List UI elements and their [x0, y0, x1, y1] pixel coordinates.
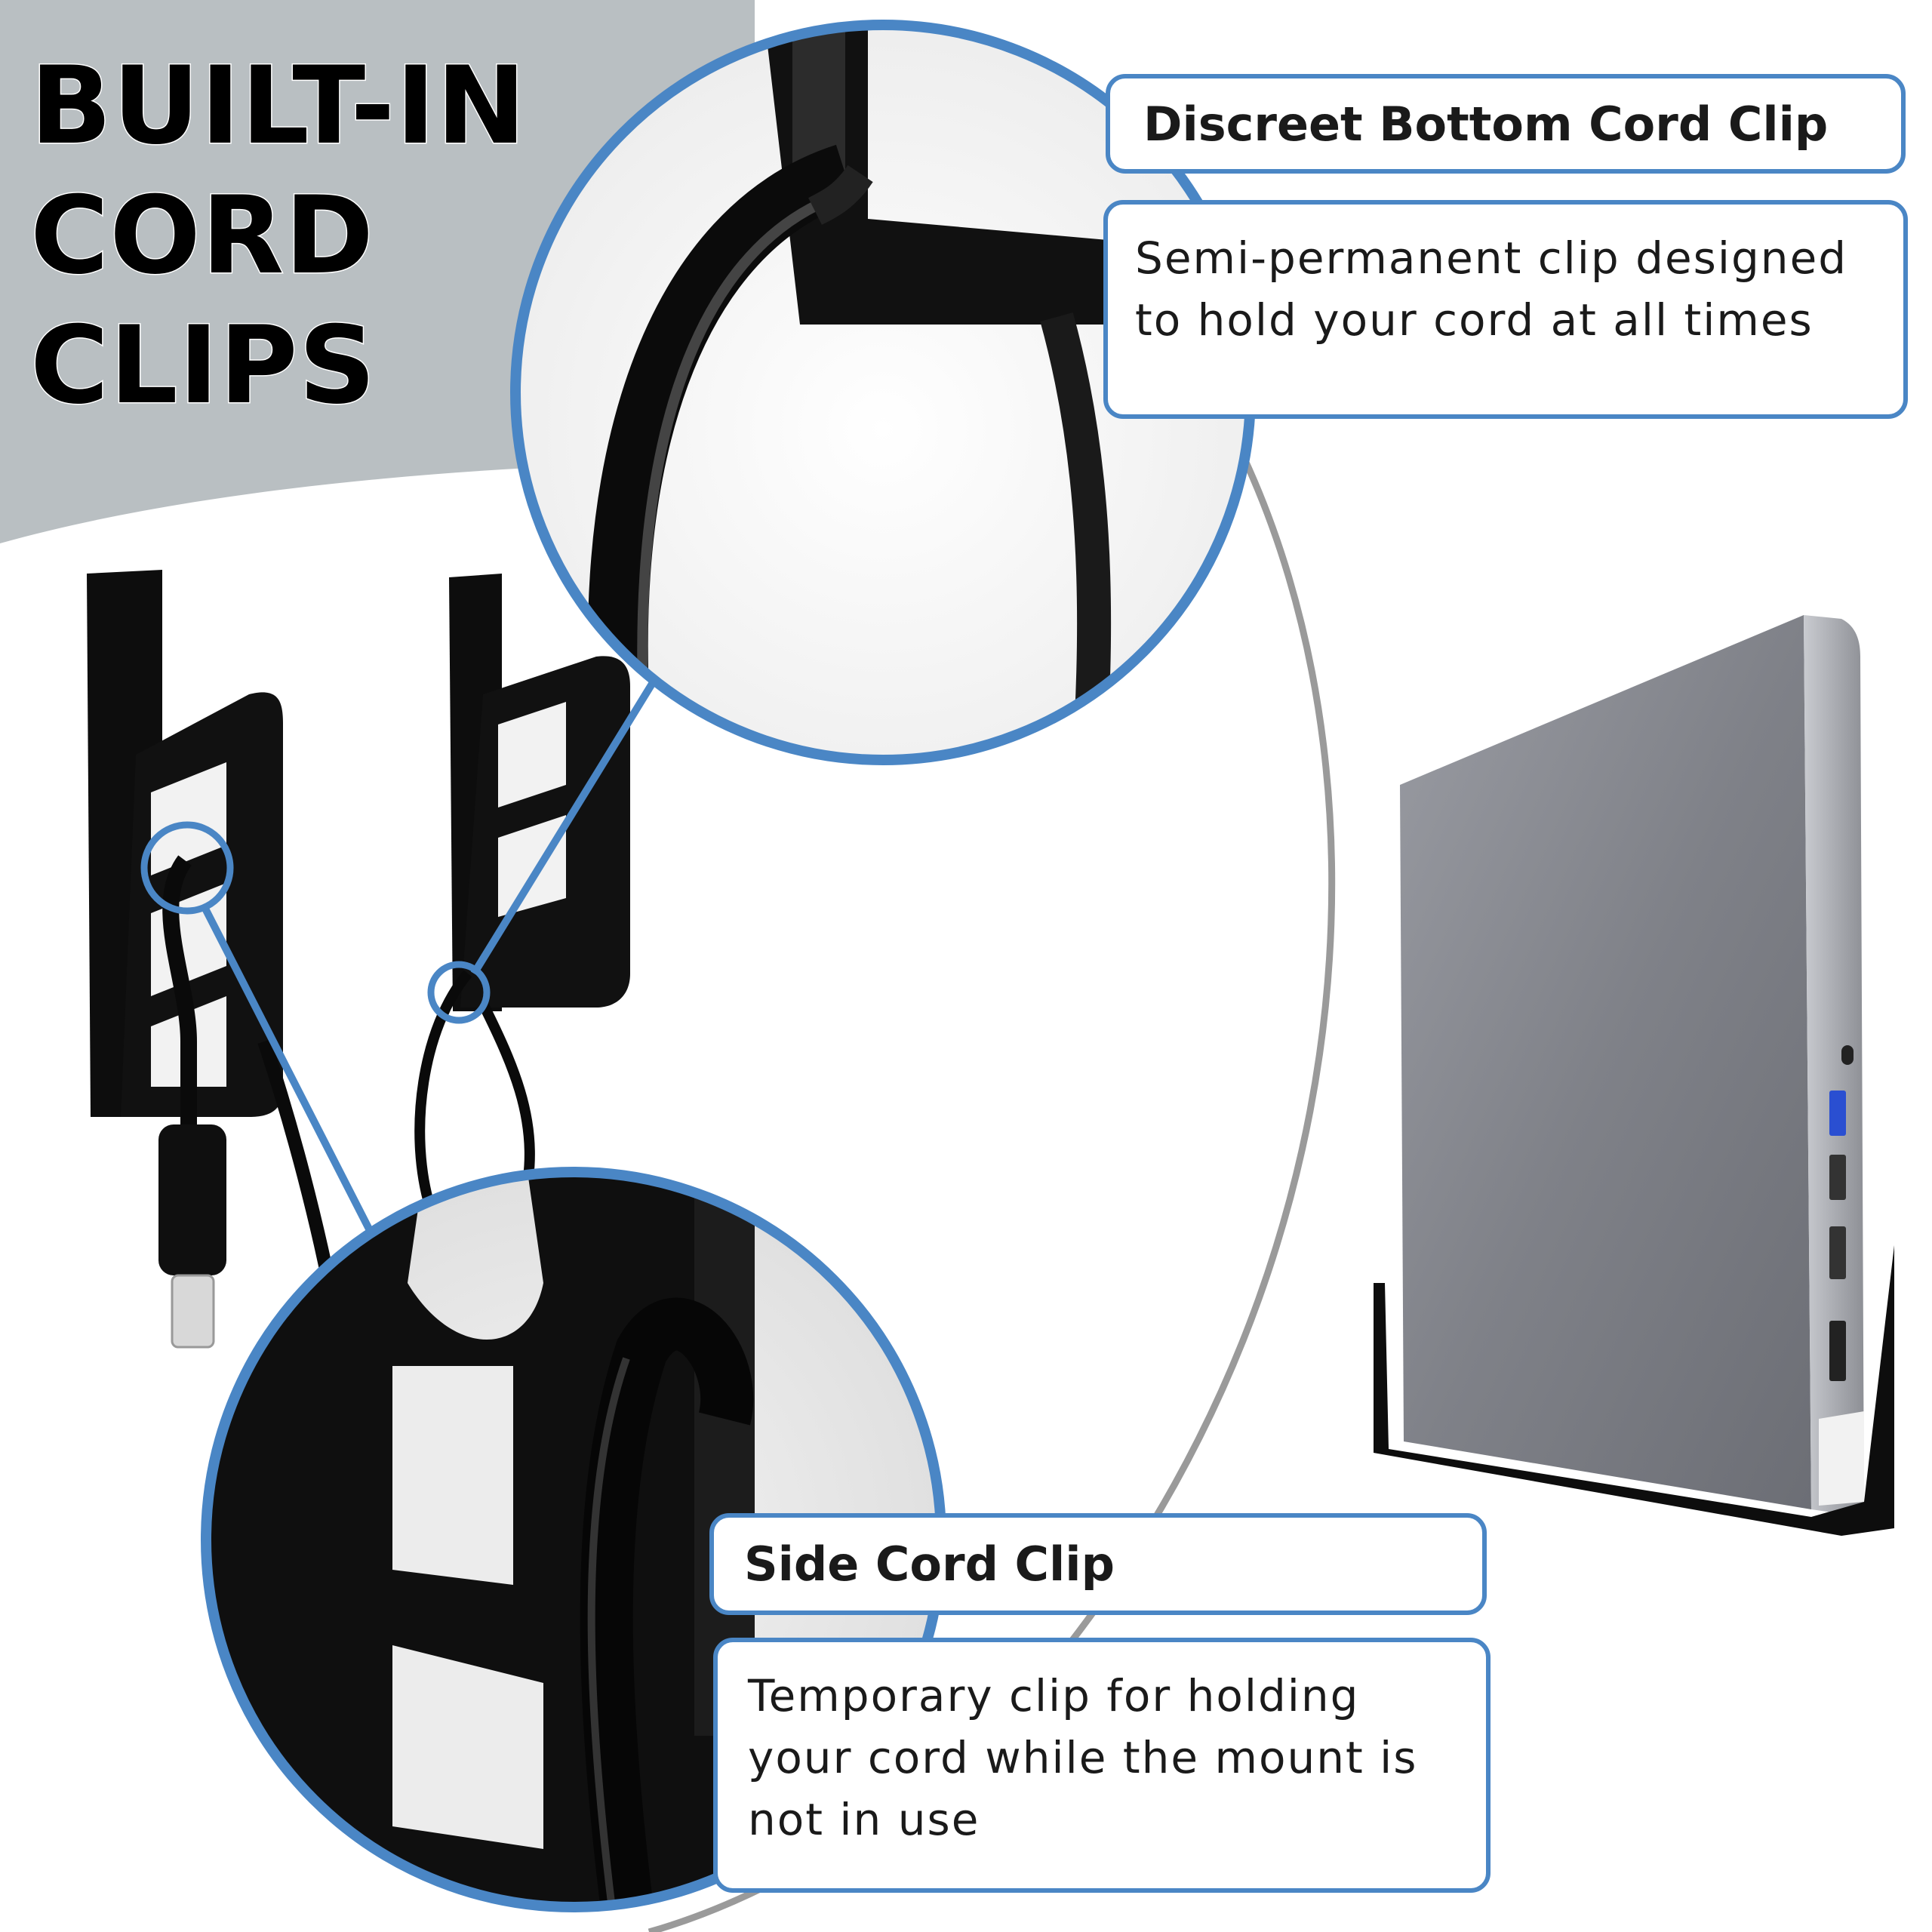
bottom-clip-description-box: Semi-permanent clip designed to hold you…	[1103, 200, 1908, 419]
side-clip-title: Side Cord Clip	[744, 1537, 1115, 1592]
bottom-clip-description-line-1: Semi-permanent clip designed	[1135, 232, 1848, 284]
laptop-illustration	[1374, 615, 1894, 1536]
headline: BUILT-IN CORD CLIPS	[29, 42, 528, 431]
side-clip-title-box: Side Cord Clip	[709, 1513, 1487, 1615]
bottom-clip-title-box: Discreet Bottom Cord Clip	[1106, 74, 1906, 174]
connector-line-bottom	[200, 903, 381, 1247]
bottom-clip-title: Discreet Bottom Cord Clip	[1143, 96, 1829, 152]
zoom-circle-bottom-clip	[510, 20, 1256, 765]
connector-line-top	[470, 662, 668, 976]
headline-line-1: BUILT-IN	[29, 43, 528, 170]
zoom-marker-bottom	[427, 961, 491, 1024]
headline-line-3: CLIPS	[29, 303, 377, 429]
side-clip-description-line-1: Temporary clip for holding	[748, 1670, 1360, 1721]
zoom-marker-side	[140, 821, 234, 915]
side-clip-description-box: Temporary clip for holding your cord whi…	[713, 1638, 1491, 1893]
headline-line-2: CORD	[29, 173, 375, 300]
middle-wall-mount	[414, 574, 630, 1255]
left-wall-mount	[87, 570, 339, 1349]
bottom-clip-description-line-2: to hold your cord at all times	[1135, 294, 1814, 346]
side-clip-description-line-2: your cord while the mount is	[748, 1732, 1418, 1783]
side-clip-description-line-3: not in use	[748, 1794, 980, 1845]
